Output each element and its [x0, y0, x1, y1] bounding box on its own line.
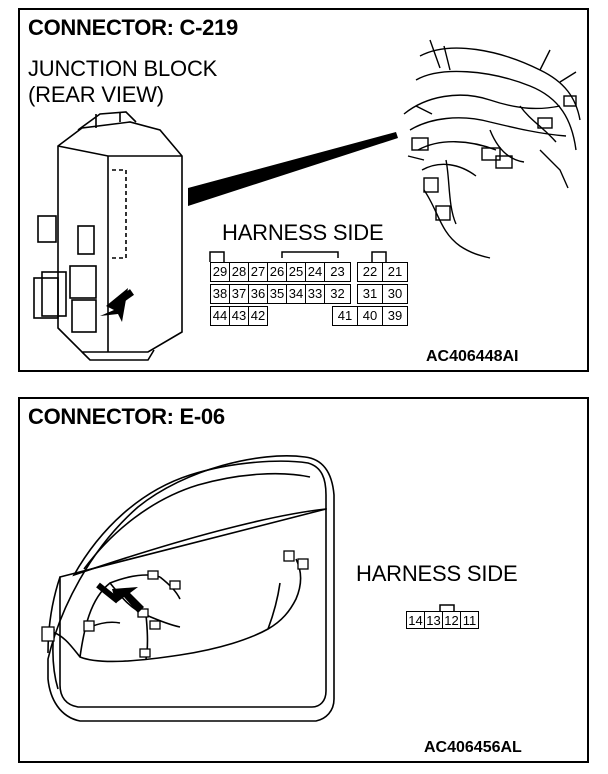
- rear-view-label: (REAR VIEW): [28, 82, 164, 107]
- junction-block-illustration: [33, 39, 581, 361]
- pin-c219-40: 40: [357, 306, 383, 326]
- pin-e06-13: 13: [424, 611, 443, 629]
- connector-e06-title: CONNECTOR: E-06: [28, 404, 225, 429]
- pin-c219-34: 34: [286, 284, 306, 304]
- pin-c219-27: 27: [248, 262, 268, 282]
- pin-c219-41: 41: [332, 306, 358, 326]
- junction-block-label: JUNCTION BLOCK: [28, 56, 218, 81]
- pin-c219-28: 28: [229, 262, 249, 282]
- pin-c219-22: 22: [357, 262, 383, 282]
- pin-e06-12: 12: [442, 611, 461, 629]
- pin-c219-25: 25: [286, 262, 306, 282]
- pin-c219-43: 43: [229, 306, 249, 326]
- pin-c219-37: 37: [229, 284, 249, 304]
- pin-c219-44: 44: [210, 306, 230, 326]
- pin-c219-42: 42: [248, 306, 268, 326]
- pin-c219-38: 38: [210, 284, 230, 304]
- pin-c219-35: 35: [267, 284, 287, 304]
- pin-c219-36: 36: [248, 284, 268, 304]
- pin-c219-21: 21: [382, 262, 408, 282]
- pin-c219-24: 24: [305, 262, 325, 282]
- connector-c219-title: CONNECTOR: C-219: [28, 15, 238, 40]
- pin-c219-39: 39: [382, 306, 408, 326]
- harness-side-label: HARNESS SIDE: [222, 220, 384, 245]
- connector-e06-panel: CONNECTOR: E-06: [18, 397, 589, 763]
- pin-c219-32: 32: [324, 284, 351, 304]
- pin-c219-30: 30: [382, 284, 408, 304]
- pin-c219-23: 23: [324, 262, 351, 282]
- pin-c219-29: 29: [210, 262, 230, 282]
- pin-c219-33: 33: [305, 284, 325, 304]
- pin-c219-31: 31: [357, 284, 383, 304]
- pin-c219-26: 26: [267, 262, 287, 282]
- connector-c219-panel: CONNECTOR: C-219 JUNCTION BLOCK (REAR VI…: [18, 8, 589, 372]
- pin-e06-14: 14: [406, 611, 425, 629]
- figure-code-c219: AC406448AI: [426, 348, 519, 365]
- pin-e06-11: 11: [460, 611, 479, 629]
- door-illustration: [41, 455, 455, 722]
- harness-side-label-e06: HARNESS SIDE: [356, 561, 518, 586]
- figure-code-e06: AC406456AL: [424, 739, 522, 756]
